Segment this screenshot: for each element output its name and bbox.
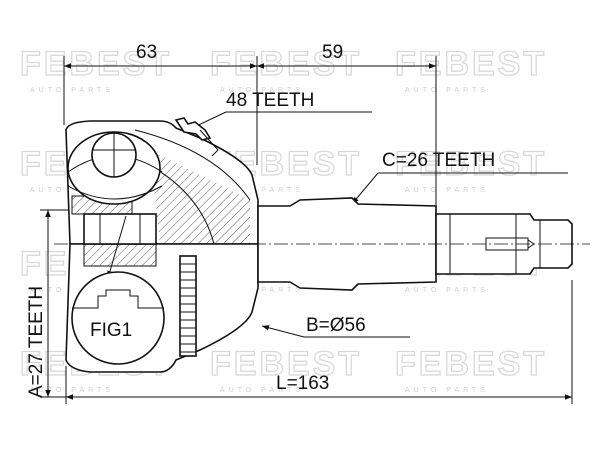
dimension-63-label: 63 xyxy=(136,42,157,63)
watermark-brand: FEBEST xyxy=(395,45,547,83)
watermark-sub: AUTO PARTS xyxy=(220,287,304,294)
dimension-59-label: 59 xyxy=(322,42,343,63)
fig1-inset: FIG1 xyxy=(71,215,165,365)
watermark-sub: AUTO PARTS xyxy=(405,187,489,194)
abs-tone-ring xyxy=(179,255,197,357)
inner-teeth-label: A=27 TEETH xyxy=(26,286,47,398)
total-length-dimension: L=163 xyxy=(65,280,573,404)
watermark-sub: AUTO PARTS xyxy=(405,387,489,394)
top-dimensions: 63 59 xyxy=(63,42,437,210)
watermark-sub: AUTO PARTS xyxy=(30,87,114,94)
watermark-sub: AUTO PARTS xyxy=(220,387,304,394)
shaft-teeth-label: C=26 TEETH xyxy=(382,150,495,171)
shaft-teeth-callout: C=26 TEETH xyxy=(351,150,568,205)
watermark-sub: AUTO PARTS xyxy=(405,287,489,294)
watermark-sub: AUTO PARTS xyxy=(220,187,304,194)
watermark-sub: AUTO PARTS xyxy=(220,87,304,94)
total-length-label: L=163 xyxy=(276,373,329,394)
seal-diameter-callout: B=Ø56 xyxy=(261,315,410,338)
seal-diameter-label: B=Ø56 xyxy=(306,315,366,336)
watermark-brand: FEBEST xyxy=(395,145,547,183)
outer-teeth-callout: 48 TEETH xyxy=(187,90,372,131)
watermark-brand: FEBEST xyxy=(395,345,547,383)
watermark-sub: AUTO PARTS xyxy=(30,387,114,394)
watermark-brand: FEBEST xyxy=(210,345,362,383)
watermark-sub: AUTO PARTS xyxy=(405,87,489,94)
outer-teeth-label: 48 TEETH xyxy=(226,90,314,111)
fig1-label: FIG1 xyxy=(90,320,132,341)
